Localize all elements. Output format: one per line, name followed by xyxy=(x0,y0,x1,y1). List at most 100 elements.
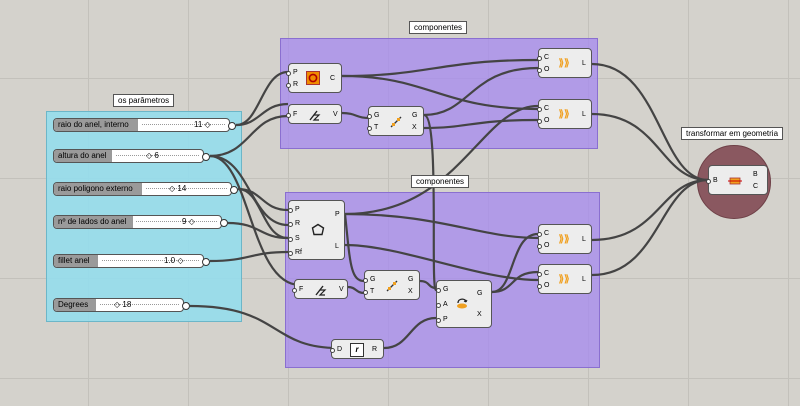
input-pin-geometry[interactable]: G xyxy=(362,276,376,283)
input-pin-factor[interactable]: F xyxy=(291,286,304,293)
output-pin-length[interactable]: L xyxy=(335,243,339,250)
output-grip[interactable] xyxy=(228,122,236,130)
group-label-transformar: transformar em geometria xyxy=(681,127,784,140)
radians-icon: r xyxy=(350,343,364,357)
group-label-componentes-top: componentes xyxy=(409,21,468,34)
slider-value: ◇ 6 xyxy=(146,151,159,160)
extrude-component-bottom-2[interactable]: C O ⟫⟫ L xyxy=(536,264,592,294)
output-pin-geometry[interactable]: G xyxy=(477,290,483,297)
wire xyxy=(591,178,709,242)
output-grip[interactable] xyxy=(202,258,210,266)
slider-value: ◇ 18 xyxy=(114,300,132,309)
group-label-os-parametros: os parâmetros xyxy=(113,94,175,107)
unit-z-icon xyxy=(313,283,327,297)
output-pin-transform[interactable]: X xyxy=(477,311,482,318)
input-pin-translation[interactable]: T xyxy=(366,124,379,131)
group-label-componentes-bottom: componentes xyxy=(411,175,470,188)
wire xyxy=(591,178,709,277)
input-pin-factor[interactable]: F xyxy=(285,111,298,118)
input-pin-plane[interactable]: P xyxy=(286,69,298,76)
output-pin-circle[interactable]: C xyxy=(330,75,336,82)
output-pin-count[interactable]: C xyxy=(753,183,759,190)
output-pin-vector[interactable]: V xyxy=(339,286,344,293)
move-component-top[interactable]: G T G X xyxy=(366,106,424,136)
output-pin-radians[interactable]: R xyxy=(372,346,378,353)
output-pin-loft[interactable]: L xyxy=(582,236,586,243)
input-pin-curve[interactable]: C xyxy=(536,230,550,237)
slider-fillet-anel[interactable]: fillet anel 1.0 ◇ xyxy=(53,254,210,268)
circle-component[interactable]: P R C xyxy=(285,63,342,93)
input-pin-offset[interactable]: O xyxy=(536,117,550,124)
output-pin-loft[interactable]: L xyxy=(582,111,586,118)
slider-raio-poligono-externo[interactable]: raio poligono externo ◇ 14 xyxy=(53,182,238,196)
input-pin-offset[interactable]: O xyxy=(536,282,550,289)
output-grip[interactable] xyxy=(220,219,228,227)
input-pin-segments[interactable]: S xyxy=(288,235,300,242)
extrude-component-top-2[interactable]: C O ⟫⟫ L xyxy=(536,99,592,129)
input-pin-curve[interactable]: C xyxy=(536,270,550,277)
circle-icon xyxy=(306,71,320,85)
output-pin-vector[interactable]: V xyxy=(333,111,338,118)
slider-track[interactable] xyxy=(142,124,225,127)
extrude-component-top-1[interactable]: C O ⟫⟫ L xyxy=(536,48,592,78)
input-pin-offset[interactable]: O xyxy=(536,242,550,249)
move-icon xyxy=(385,279,399,293)
input-pin-plane[interactable]: P xyxy=(288,206,300,213)
output-pin-transform[interactable]: X xyxy=(408,288,413,295)
input-pin-brep[interactable]: B xyxy=(706,177,718,184)
input-pin-radius[interactable]: R xyxy=(285,81,299,88)
input-pin-angle[interactable]: A xyxy=(436,301,448,308)
slider-degrees[interactable]: Degrees ◇ 18 xyxy=(53,298,190,312)
slider-raio-anel-interno[interactable]: raio do anel, interno 11 ◇ xyxy=(53,118,236,132)
unit-z-component-top[interactable]: F V xyxy=(285,104,342,124)
output-pin-geometry[interactable]: G xyxy=(412,112,418,119)
output-pin-transform[interactable]: X xyxy=(412,124,417,131)
slider-track[interactable] xyxy=(100,304,179,307)
output-pin-brep[interactable]: B xyxy=(753,171,758,178)
output-pin-loft[interactable]: L xyxy=(582,276,586,283)
input-pin-geometry[interactable]: G xyxy=(435,286,449,293)
input-pin-curve[interactable]: C xyxy=(536,54,550,61)
output-grip[interactable] xyxy=(202,153,210,161)
rotate-component[interactable]: G A P G X xyxy=(435,280,492,328)
input-pin-plane[interactable]: P xyxy=(436,316,448,323)
slider-value: 11 ◇ xyxy=(194,120,211,129)
input-pin-offset[interactable]: O xyxy=(536,66,550,73)
input-pin-curve[interactable]: C xyxy=(536,105,550,112)
unit-z-icon xyxy=(307,108,321,122)
slider-value: 9 ◇ xyxy=(182,217,195,226)
slider-track[interactable] xyxy=(146,188,227,191)
input-pin-fillet-radius[interactable]: Rf xyxy=(288,249,302,256)
polygon-component[interactable]: P R S Rf P L xyxy=(287,200,345,260)
slider-lados-anel[interactable]: nº de lados do anel 9 ◇ xyxy=(53,215,228,229)
radians-component[interactable]: D r R xyxy=(329,339,384,359)
bake-icon xyxy=(727,174,742,188)
rotate-icon xyxy=(455,296,469,310)
input-pin-translation[interactable]: T xyxy=(362,288,375,295)
unit-z-component-bottom[interactable]: F V xyxy=(291,279,348,299)
input-pin-radius[interactable]: R xyxy=(287,220,301,227)
bake-component[interactable]: B B C xyxy=(706,165,768,195)
slider-altura-anel[interactable]: altura do anel ◇ 6 xyxy=(53,149,210,163)
extrude-icon: ⟫⟫ xyxy=(558,58,570,69)
polygon-icon xyxy=(311,223,325,237)
output-pin-geometry[interactable]: G xyxy=(408,276,414,283)
extrude-icon: ⟫⟫ xyxy=(558,274,570,285)
output-grip[interactable] xyxy=(182,302,190,310)
slider-track[interactable] xyxy=(102,260,199,263)
slider-track[interactable] xyxy=(136,221,217,224)
output-grip[interactable] xyxy=(230,186,238,194)
slider-value: ◇ 14 xyxy=(169,184,187,193)
output-pin-loft[interactable]: L xyxy=(582,60,586,67)
input-pin-degrees[interactable]: D xyxy=(329,346,343,353)
extrude-icon: ⟫⟫ xyxy=(558,109,570,120)
extrude-component-bottom-1[interactable]: C O ⟫⟫ L xyxy=(536,224,592,254)
move-component-bottom[interactable]: G T G X xyxy=(362,270,420,300)
output-pin-polygon[interactable]: P xyxy=(335,211,340,218)
slider-track[interactable] xyxy=(116,155,199,158)
input-pin-geometry[interactable]: G xyxy=(366,112,380,119)
wire xyxy=(237,187,289,240)
wire xyxy=(591,112,709,182)
move-icon xyxy=(389,115,403,129)
wire xyxy=(591,62,709,182)
